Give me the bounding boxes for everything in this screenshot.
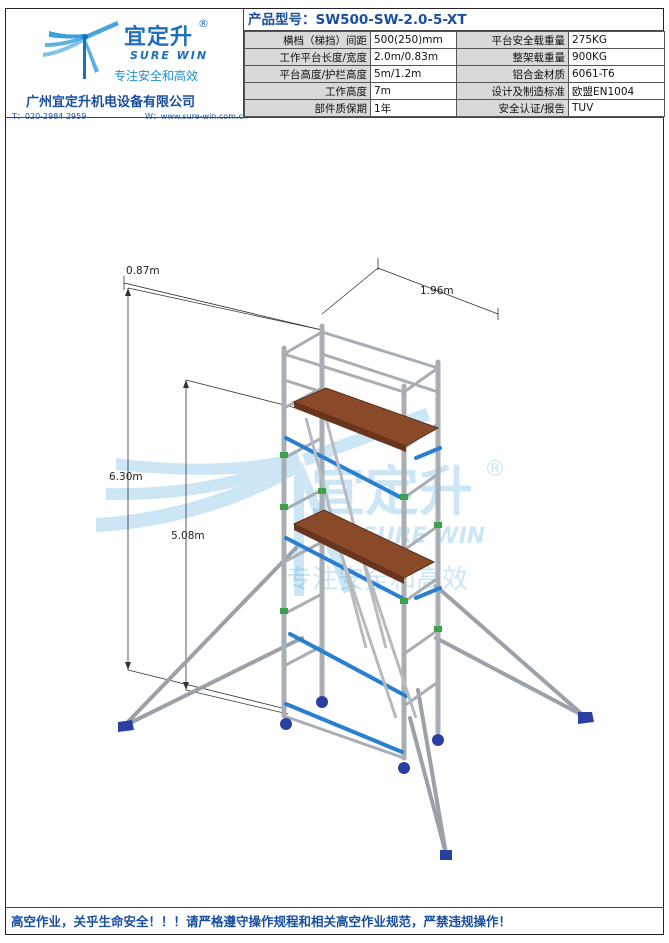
castor-wheels xyxy=(280,696,444,774)
spec-row: 工作平台长度/宽度 2.0m/0.83m 整架载重量 900KG xyxy=(244,48,665,66)
dimension-length-label: 1.96m xyxy=(420,285,454,297)
header-divider xyxy=(6,117,664,118)
watermark-reg: ® xyxy=(484,457,506,482)
wind-turbine-logo-icon xyxy=(43,21,119,79)
spec-key: 横档（梯挡）间距 xyxy=(244,31,371,49)
company-name: 广州宜定升机电设备有限公司 xyxy=(26,95,196,110)
website-address: W：www.sure-win.com.cn xyxy=(145,112,248,121)
spec-value: 900KG xyxy=(568,48,665,66)
brand-name-cn: 宜定升 xyxy=(124,25,194,50)
contact-line: T：020-2984 2959 W：www.sure-win.com.cn xyxy=(12,111,248,122)
page-border xyxy=(5,8,664,935)
clamps xyxy=(280,452,442,632)
spec-key: 铝合金材质 xyxy=(456,65,569,83)
logo-block: 宜定升 ® SURE WIN 专注安全和高效 广州宜定升机电设备有限公司 T：0… xyxy=(6,9,248,121)
model-number: 产品型号：SW500-SW-2.0-5-XT xyxy=(244,9,664,31)
footer-divider xyxy=(6,907,664,908)
brand-slogan: 专注安全和高效 xyxy=(114,69,199,83)
spec-row: 横档（梯挡）间距 500(250)mm 平台安全载重量 275KG xyxy=(244,31,665,49)
outriggers xyxy=(122,546,586,856)
dimension-total-height-label: 6.30m xyxy=(109,471,143,483)
spec-value: 5m/1.2m xyxy=(370,65,457,83)
registered-mark: ® xyxy=(198,17,209,30)
spec-key: 设计及制造标准 xyxy=(456,82,569,100)
platforms xyxy=(292,387,440,584)
dimension-arrows xyxy=(125,288,189,690)
spec-row: 平台高度/护栏高度 5m/1.2m 铝合金材质 6061-T6 xyxy=(244,65,665,83)
spec-row: 部件质保期 1年 安全认证/报告 TUV xyxy=(244,99,665,117)
spec-key: 工作高度 xyxy=(244,82,371,100)
safety-warning: 高空作业，关乎生命安全！！！请严格遵守操作规程和相关高空作业规范，严禁违规操作！ xyxy=(11,914,512,929)
spec-key: 安全认证/报告 xyxy=(456,99,569,117)
spec-value: TUV xyxy=(568,99,665,117)
spec-value: 欧盟EN1004 xyxy=(568,82,665,100)
phone-number: T：020-2984 2959 xyxy=(12,112,87,121)
spec-key: 部件质保期 xyxy=(244,99,371,117)
dimension-lines xyxy=(123,258,499,715)
spec-key: 平台高度/护栏高度 xyxy=(244,65,371,83)
spec-key: 整架载重量 xyxy=(456,48,569,66)
spec-table: 横档（梯挡）间距 500(250)mm 平台安全载重量 275KG 工作平台长度… xyxy=(244,31,665,117)
spec-value: 2.0m/0.83m xyxy=(370,48,457,66)
outrigger-feet xyxy=(118,712,594,860)
scaffold-drawing: 宜定升 ® SURE WIN 专注安全和高效 xyxy=(6,118,664,908)
spec-value: 1年 xyxy=(370,99,457,117)
spec-value: 275KG xyxy=(568,31,665,49)
scaffold-illustration: 宜定升 ® SURE WIN 专注安全和高效 xyxy=(96,258,594,860)
spec-value: 500(250)mm xyxy=(370,31,457,49)
dimension-platform-height-label: 5.08m xyxy=(171,530,205,542)
dimension-depth-label: 0.87m xyxy=(126,265,160,277)
spec-value: 7m xyxy=(370,82,457,100)
spec-row: 工作高度 7m 设计及制造标准 欧盟EN1004 xyxy=(244,82,665,100)
spec-key: 平台安全载重量 xyxy=(456,31,569,49)
spec-value: 6061-T6 xyxy=(568,65,665,83)
spec-key: 工作平台长度/宽度 xyxy=(244,48,371,66)
brand-name-en: SURE WIN xyxy=(130,49,209,62)
